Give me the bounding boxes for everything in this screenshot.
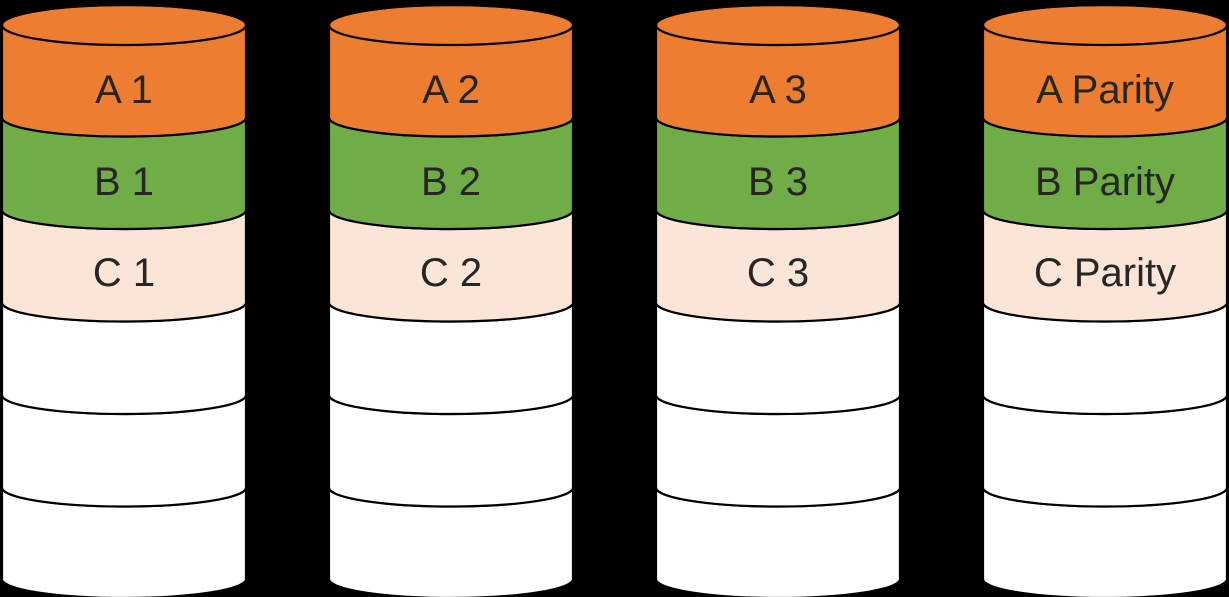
disk3-segment-a-label: A 3 [749,68,807,112]
disk3-segment-c-label: C 3 [747,251,809,295]
disk2-top-face [327,3,575,47]
disk4-segment-b-label: B Parity [1035,160,1175,204]
disk2-segment-a-label: A 2 [422,68,480,112]
disk2-segment-c-label: C 2 [420,251,482,295]
disk1-segment-c-label: C 1 [93,251,155,295]
disk1-segment-b-label: B 1 [94,160,154,204]
disk-cylinder-1: A 1 B 1 C 1 [0,3,248,597]
disk3-segment-b-label: B 3 [748,160,808,204]
disk4-segment-c-label: C Parity [1034,251,1176,295]
disk3-top-face [654,3,902,47]
disk-cylinder-3: A 3 B 3 C 3 [654,3,902,597]
disk1-top-face [0,3,248,47]
disk4-top-face [981,3,1229,47]
disk2-segment-b-label: B 2 [421,160,481,204]
disk1-segment-a-label: A 1 [95,68,153,112]
disk-cylinder-parity: A Parity B Parity C Parity [981,3,1229,597]
disk-cylinder-2: A 2 B 2 C 2 [327,3,575,597]
disk4-segment-a-label: A Parity [1036,68,1174,112]
